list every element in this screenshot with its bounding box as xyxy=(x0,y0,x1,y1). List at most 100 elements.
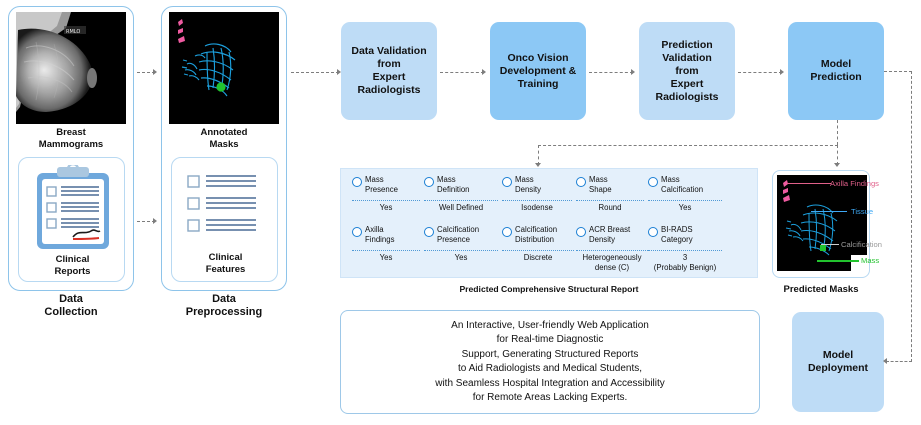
feature-value-mass-calcification: Yes xyxy=(678,203,692,212)
stage-data-collection: RMLO Breast Mammograms Cli xyxy=(8,6,134,291)
feature-divider xyxy=(576,250,648,251)
predicted-structural-report-panel xyxy=(340,168,758,278)
connector-arrow-1 xyxy=(153,69,157,75)
clinical-features-caption-line1: Clinical xyxy=(208,252,243,263)
connector-arrow-6 xyxy=(780,69,784,75)
feature-divider xyxy=(576,200,644,201)
connector-arrow-9 xyxy=(883,358,887,364)
connector-model-prediction-right xyxy=(884,71,912,72)
annotated-masks-caption-line2: Masks xyxy=(209,138,239,150)
process-box-data-validation[interactable]: Data Validation from Expert Radiologists xyxy=(341,22,437,120)
stage-caption-data-preprocessing: Data Preprocessing xyxy=(155,293,293,319)
leader-line-axilla-findings xyxy=(787,183,831,185)
connector-model-prediction-down xyxy=(837,120,838,145)
feature-value-calcification-presence: Yes xyxy=(454,253,468,262)
connector-arrow-2 xyxy=(153,218,157,224)
radio-icon-axilla-findings[interactable] xyxy=(352,227,362,237)
feature-value-acr-breast-density: Heterogeneously dense (C) xyxy=(582,253,642,272)
radio-icon-mass-shape[interactable] xyxy=(576,177,586,187)
radio-icon-mass-presence[interactable] xyxy=(352,177,362,187)
connector-collection-to-preprocessing-top xyxy=(137,72,155,73)
feature-value-mass-presence: Yes xyxy=(379,203,393,212)
breast-mammogram-caption-line1: Breast xyxy=(56,127,86,138)
breast-mammogram-caption-line2: Mammograms xyxy=(38,138,104,150)
clinical-reports-card: Clinical Reports xyxy=(18,157,125,282)
annotated-masks-caption: Annotated Masks xyxy=(169,127,279,150)
feature-divider xyxy=(502,250,574,251)
leader-line-mass xyxy=(817,260,859,262)
predicted-masks-panel xyxy=(772,170,870,278)
connector-arrow-5 xyxy=(631,69,635,75)
mask-legend-mass: Mass xyxy=(861,256,880,265)
radio-icon-mass-calcification[interactable] xyxy=(648,177,658,187)
predicted-masks-caption: Predicted Masks xyxy=(783,284,859,295)
connector-bus-right-drop xyxy=(837,145,838,165)
checklist-icon xyxy=(187,175,256,232)
process-box-model-deployment[interactable]: Model Deployment xyxy=(792,312,884,412)
clinical-features-caption-line2: Features xyxy=(205,263,246,275)
radio-icon-mass-density[interactable] xyxy=(502,177,512,187)
radio-icon-calcification-distribution[interactable] xyxy=(502,227,512,237)
data-preprocessing-caption-line2: Preprocessing xyxy=(185,306,263,318)
mask-legend-tissue: Tissue xyxy=(851,207,874,216)
connector-arrow-7 xyxy=(535,163,541,167)
radio-icon-mass-definition[interactable] xyxy=(424,177,434,187)
clinical-reports-caption-line1: Clinical xyxy=(55,254,90,265)
breast-mammogram-caption: Breast Mammograms xyxy=(16,127,126,150)
feature-value-mass-density: Isodense xyxy=(521,203,553,212)
feature-divider xyxy=(352,250,420,251)
process-box-model-prediction[interactable]: Model Prediction xyxy=(788,22,884,120)
predicted-structural-report-caption: Predicted Comprehensive Structural Repor… xyxy=(459,284,639,294)
connector-rail-to-deployment xyxy=(886,361,912,362)
predicted-mask-image xyxy=(777,175,867,271)
connector-collection-to-preprocessing-bottom xyxy=(137,221,155,222)
feature-divider xyxy=(648,200,722,201)
connector-right-rail xyxy=(911,71,912,362)
stage-data-preprocessing: Annotated Masks Clinical Features xyxy=(161,6,287,291)
radio-icon-acr-breast-density[interactable] xyxy=(576,227,586,237)
annotated-masks-thumbnail xyxy=(169,12,279,124)
mask-legend-calcification: Calcification xyxy=(841,240,882,249)
svg-text:RMLO: RMLO xyxy=(66,29,80,35)
data-preprocessing-caption-line1: Data xyxy=(212,293,236,305)
radio-icon-bi-rads-category[interactable] xyxy=(648,227,658,237)
connector-bus-left-drop xyxy=(538,145,539,165)
predicted-mask-svg xyxy=(777,175,867,271)
clipboard-icon xyxy=(37,165,109,249)
web-application-description: An Interactive, User-friendly Web Applic… xyxy=(340,310,760,414)
leader-line-tissue xyxy=(811,211,847,213)
feature-value-axilla-findings: Yes xyxy=(379,253,393,262)
feature-value-calcification-distribution: Discrete xyxy=(523,253,553,262)
data-collection-caption-line2: Collection xyxy=(44,306,98,318)
breast-mammogram-thumbnail: RMLO xyxy=(16,12,126,124)
radio-icon-calcification-presence[interactable] xyxy=(424,227,434,237)
feature-divider xyxy=(424,250,498,251)
mask-legend-axilla-findings: Axilla Findings xyxy=(830,179,879,188)
connector-arrow-8 xyxy=(834,163,840,167)
process-box-prediction-validation[interactable]: Prediction Validation from Expert Radiol… xyxy=(639,22,735,120)
feature-divider xyxy=(424,200,498,201)
data-collection-caption-line1: Data xyxy=(59,293,83,305)
leader-line-calcification xyxy=(821,244,839,246)
annotated-mask-image xyxy=(169,12,279,124)
process-box-onco-vision-development[interactable]: Onco Vision Development & Training xyxy=(490,22,586,120)
feature-value-mass-shape: Round xyxy=(598,203,622,212)
stage-caption-data-collection: Data Collection xyxy=(8,293,134,319)
clinical-reports-caption: Clinical Reports xyxy=(19,254,126,277)
